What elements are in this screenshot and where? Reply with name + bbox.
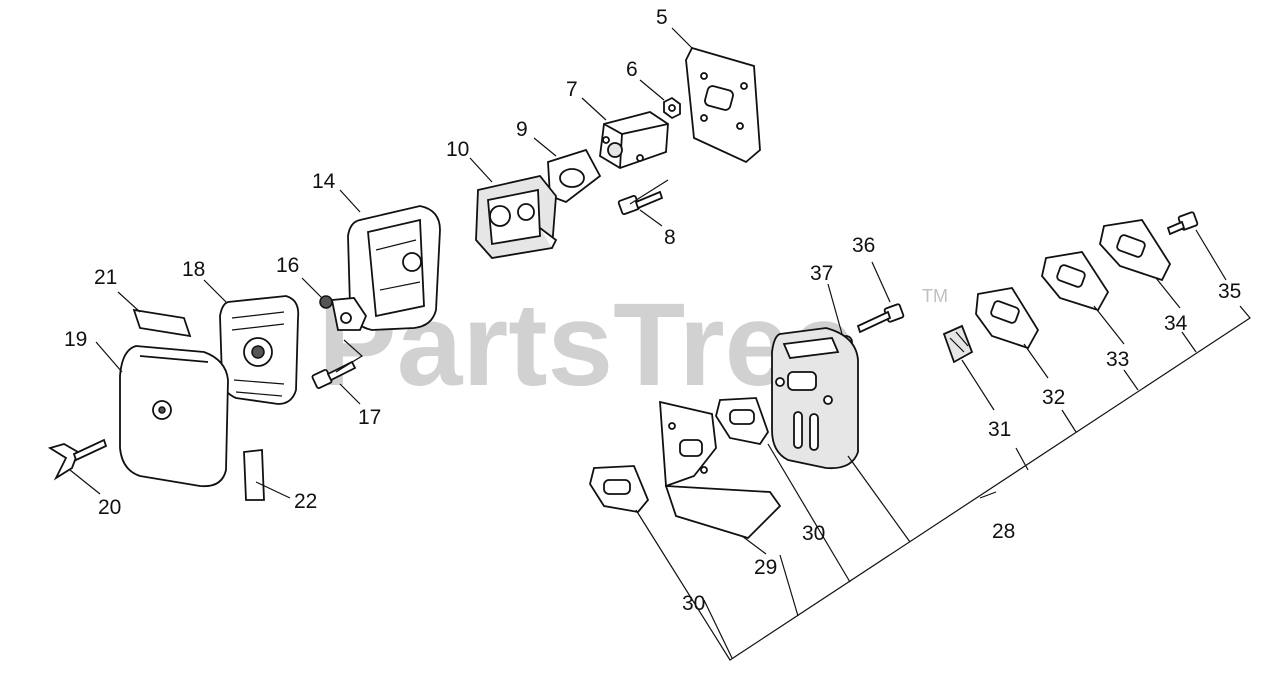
label-8: 8 xyxy=(664,226,676,249)
part-21-label[interactable] xyxy=(132,308,192,338)
label-20: 20 xyxy=(98,496,121,519)
trademark-mark: TM xyxy=(922,286,948,306)
label-9: 9 xyxy=(516,118,528,141)
label-16: 16 xyxy=(276,254,299,277)
label-32: 32 xyxy=(1042,386,1065,409)
label-14: 14 xyxy=(312,170,336,193)
label-10: 10 xyxy=(446,138,469,161)
part-8-bolt[interactable] xyxy=(617,190,664,215)
label-33: 33 xyxy=(1106,348,1129,371)
part-18-filter-element[interactable] xyxy=(219,295,300,405)
part-32-gasket[interactable] xyxy=(975,287,1040,350)
part-10-carburetor[interactable] xyxy=(475,174,558,259)
label-21: 21 xyxy=(94,266,117,289)
part-5-gasket-plate[interactable] xyxy=(685,46,761,164)
label-35: 35 xyxy=(1218,280,1241,303)
label-30-upper: 30 xyxy=(802,522,825,545)
label-36: 36 xyxy=(852,234,875,257)
label-19: 19 xyxy=(64,328,87,351)
part-16-choke-plate[interactable] xyxy=(319,295,368,331)
part-34-gasket[interactable] xyxy=(1099,219,1172,282)
part-36-bolt[interactable] xyxy=(856,303,905,334)
label-37: 37 xyxy=(810,262,833,285)
part-7-insulator[interactable] xyxy=(599,111,669,169)
part-29-heat-shield[interactable] xyxy=(659,400,782,540)
label-17: 17 xyxy=(358,406,381,429)
part-6-nut[interactable] xyxy=(663,96,681,120)
label-31: 31 xyxy=(988,418,1011,441)
part-33-gasket[interactable] xyxy=(1041,251,1110,312)
part-35-bolt[interactable] xyxy=(1166,211,1199,236)
part-20-wing-nut[interactable] xyxy=(47,438,108,481)
label-6: 6 xyxy=(626,58,638,81)
part-28-muffler[interactable] xyxy=(771,327,859,470)
label-18: 18 xyxy=(182,258,205,281)
label-29: 29 xyxy=(754,556,777,579)
label-22: 22 xyxy=(294,490,317,513)
label-5: 5 xyxy=(656,6,668,29)
part-22-label[interactable] xyxy=(243,448,265,501)
label-30-lower: 30 xyxy=(682,592,705,615)
part-9-gasket[interactable] xyxy=(547,148,602,204)
label-7: 7 xyxy=(566,78,578,101)
part-14-filter-base[interactable] xyxy=(347,205,441,331)
part-30-gasket-upper[interactable] xyxy=(715,397,769,446)
label-34: 34 xyxy=(1164,312,1188,335)
label-28: 28 xyxy=(992,520,1015,543)
part-17-screw[interactable] xyxy=(311,360,357,389)
part-19-cleaner-cover[interactable] xyxy=(119,345,229,488)
part-30-gasket-lower[interactable] xyxy=(589,465,650,513)
part-31-spark-screen[interactable] xyxy=(942,324,974,364)
